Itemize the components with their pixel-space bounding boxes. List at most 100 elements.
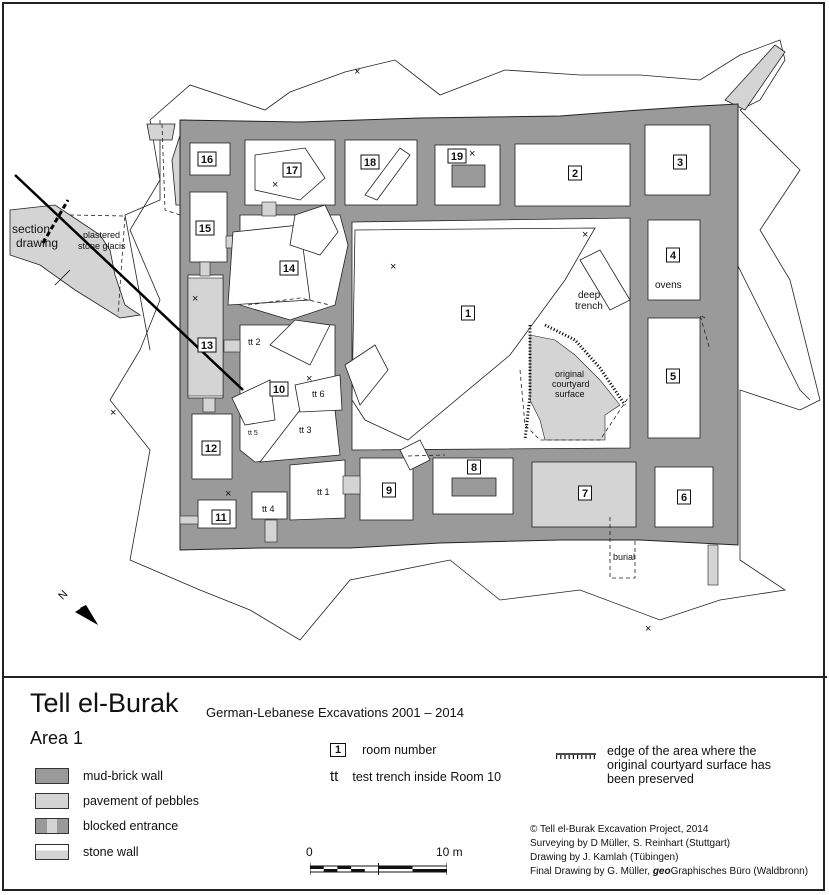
room-number-11: 11 [215,512,227,524]
room-box-6 [677,489,691,505]
legend-edge-3: been preserved [607,772,694,786]
survey-point: × [110,407,116,419]
tt1-label: tt 1 [317,487,330,497]
legend-edge: edge of the area where the original cour… [607,744,771,786]
tt4-label: tt 4 [262,504,275,514]
ovens-label: ovens [655,280,682,291]
room-box-1 [461,305,475,321]
surface-edge-hatch-west [523,325,532,441]
glacis-label-1: plastered [83,230,120,240]
credit-line-final: Final Drawing by G. Müller, geoGraphisch… [530,865,808,879]
surface-label-2: courtyard [552,379,590,389]
survey-point: × [306,373,312,385]
room-number-16: 16 [201,154,213,166]
burial-label: burial [613,552,635,562]
scale-end: 10 m [436,845,463,859]
legend-test-trench: tt test trench inside Room 10 [330,768,501,785]
legend-edge-swatch [556,751,596,765]
tt-room: Room 10 [450,769,502,784]
survey-point: × [645,623,651,635]
pebbles-swatch [35,793,69,809]
tt6-label: tt 6 [312,389,325,399]
glacis-label-2: stone glacis [78,241,126,251]
legend-blocked-label: blocked entrance [83,819,179,833]
section-line [14,174,244,391]
room-number-label: room number [362,743,437,757]
room-box-9 [382,482,396,498]
tt2-label: tt 2 [248,337,261,347]
legend-pebbles: pavement of pebbles [35,793,199,809]
room-box-12 [201,440,221,456]
overlay-structures [227,147,631,471]
tt-key: tt [330,768,339,785]
room-number-19: 19 [451,151,463,163]
map-title: Tell el-Burak [30,688,179,718]
section-label-1: section [12,222,50,236]
mudbrick-swatch [35,768,69,784]
room-box-5 [666,368,680,384]
legend-pebbles-label: pavement of pebbles [83,794,200,808]
scale-start: 0 [306,845,313,859]
legend-mudbrick-label: mud-brick wall [83,769,163,783]
tt3-label: tt 3 [299,425,312,435]
survey-point: × [272,179,278,191]
scale-bar [309,862,448,875]
blocked-swatch [35,818,69,834]
room-box-4 [666,247,680,263]
room-box-3 [673,154,687,170]
legend-stone: stone wall [35,844,139,860]
room-number-1: 1 [465,308,471,320]
room-number-7: 7 [582,488,588,500]
room-number-15: 15 [199,223,211,235]
survey-point: × [469,148,475,160]
credit-line: Surveying by D Müller, S. Reinhart (Stut… [530,838,731,849]
room-number-12: 12 [205,443,217,455]
room-number-5: 5 [670,371,676,383]
site-plan: × × × × × × × × × × 12345678910111213141… [9,39,821,641]
credit-final-prefix: Final Drawing by G. Müller, [530,866,653,877]
room-number-9: 9 [386,485,392,497]
room-number-17: 17 [286,165,298,177]
room-number-4: 4 [670,250,677,262]
surface-edge-hatch [544,323,627,406]
survey-point: × [582,229,588,241]
credits: © Tell el-Burak Excavation Project, 2014… [530,823,808,879]
section-label-2: drawing [16,236,58,250]
room-box-14 [279,260,299,276]
room-box-16 [197,151,217,167]
room-box-11 [211,509,231,525]
credit-final-suffix: Graphisches Büro (Waldbronn) [670,866,809,877]
stone-swatch [35,844,69,860]
legend-blocked: blocked entrance [35,818,178,834]
room-number-3: 3 [677,157,683,169]
room-number-6: 6 [681,492,687,504]
room-box-15 [195,220,215,236]
room-number-13: 13 [201,340,213,352]
tt5-label: tt 5 [248,430,258,437]
room-number-8: 8 [471,462,477,474]
room-number-key: 1 [330,743,347,757]
legend-mudbrick: mud-brick wall [35,768,163,784]
surface-label-3: surface [555,389,585,399]
room-number-18: 18 [364,157,376,169]
dashed-outlines [69,123,711,579]
north-arrow: N [56,588,98,625]
credit-final-geo: geo [652,866,671,877]
credit-line: © Tell el-Burak Excavation Project, 2014 [530,824,709,835]
room-box-2 [568,165,582,181]
surface-label-1: original [555,369,584,379]
survey-point: × [390,261,396,273]
deep-trench-label-1: deep [578,290,601,301]
room-box-18 [360,154,380,170]
credit-line: Drawing by J. Kamlah (Tübingen) [530,852,679,863]
room-box-8 [467,459,481,475]
survey-point: × [192,293,198,305]
area-label: Area 1 [30,728,84,748]
room-box-13 [197,337,217,353]
room-box-10 [269,381,289,397]
north-label: N [56,588,70,602]
room-number-14: 14 [283,263,296,275]
map-subtitle: German-Lebanese Excavations 2001 – 2014 [206,705,465,720]
